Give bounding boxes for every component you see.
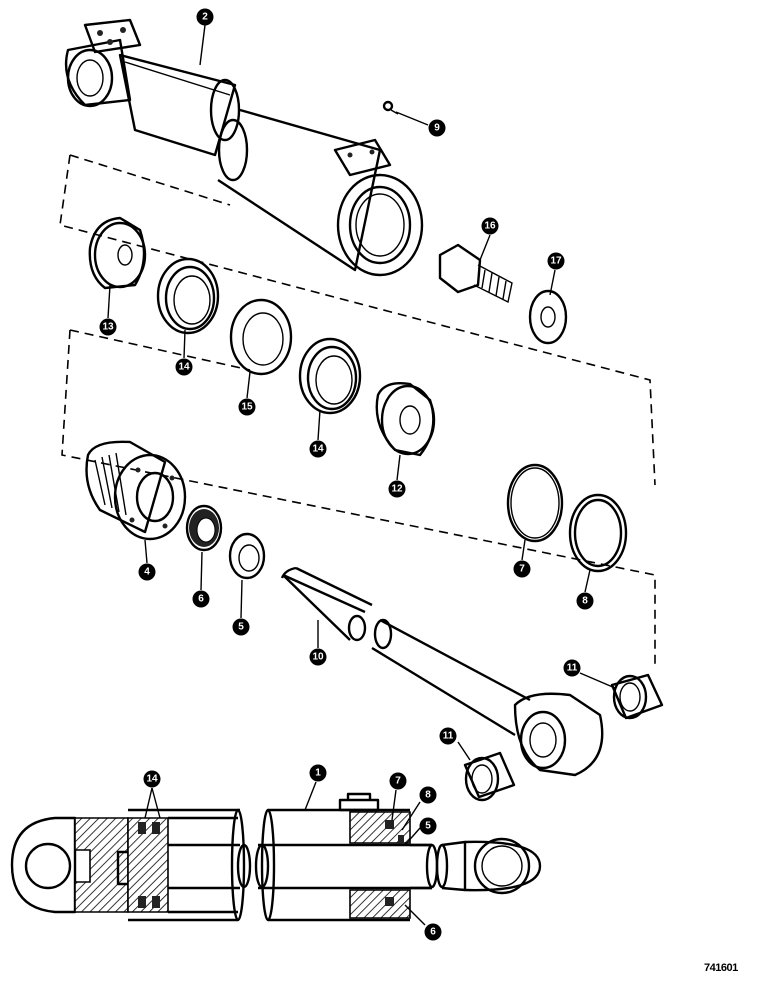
wiper-part — [228, 532, 266, 580]
callout-7-a: 7 — [513, 560, 531, 578]
callout-14-a-label: 14 — [178, 362, 190, 373]
callout-6-b-label: 6 — [430, 927, 436, 938]
screw-part — [382, 100, 399, 115]
assembled-cylinder-section — [10, 792, 542, 922]
piston-seal-part-a — [156, 257, 220, 335]
callout-11-a: 11 — [563, 659, 581, 677]
callout-2-label: 2 — [202, 12, 208, 23]
group-outline-lower — [61, 329, 656, 665]
callout-10: 10 — [309, 648, 327, 666]
callout-8-b: 8 — [419, 786, 437, 804]
rod-seal-part — [185, 504, 223, 552]
callout-11-a-label: 11 — [567, 663, 578, 674]
piston-part — [88, 216, 147, 290]
callout-5-a: 5 — [232, 618, 250, 636]
callout-8-b-label: 8 — [425, 790, 431, 801]
callout-12-label: 12 — [391, 484, 403, 495]
callout-5-b: 5 — [419, 817, 437, 835]
callout-1: 1 — [309, 764, 327, 782]
callout-1-label: 1 — [315, 768, 321, 779]
callout-15-label: 15 — [241, 402, 253, 413]
callout-6-b: 6 — [424, 923, 442, 941]
piston-rod-part — [280, 566, 604, 777]
wear-ring-part — [229, 298, 293, 376]
callout-16: 16 — [481, 217, 499, 235]
bolt-part — [438, 243, 513, 304]
cylinder-barrel-part — [64, 18, 424, 277]
o-ring-part — [506, 463, 564, 543]
callout-9: 9 — [428, 119, 446, 137]
callout-7-a-label: 7 — [519, 564, 525, 575]
bushing-part-a — [610, 673, 664, 720]
callout-11-b: 11 — [439, 727, 457, 745]
callout-17: 17 — [547, 252, 565, 270]
callout-7-b-label: 7 — [395, 776, 401, 787]
piston-retainer-part — [375, 381, 436, 457]
callout-14-a: 14 — [175, 358, 193, 376]
callout-7-b: 7 — [389, 772, 407, 790]
callout-4: 4 — [138, 563, 156, 581]
washer-part — [528, 289, 568, 345]
callout-13-label: 13 — [102, 322, 114, 333]
callout-8-a: 8 — [576, 592, 594, 610]
callout-10-label: 10 — [312, 652, 324, 663]
group-outline-upper — [59, 154, 656, 486]
callout-5-b-label: 5 — [425, 821, 431, 832]
callout-4-label: 4 — [144, 567, 150, 578]
callout-5-a-label: 5 — [238, 622, 244, 633]
leader-lines — [107, 24, 616, 926]
callout-6-a-label: 6 — [198, 594, 204, 605]
callout-6-a: 6 — [192, 590, 210, 608]
callout-17-label: 17 — [550, 256, 562, 267]
callout-14-b: 14 — [309, 440, 327, 458]
backup-ring-part — [568, 493, 628, 573]
callout-11-b-label: 11 — [443, 731, 454, 742]
callout-16-label: 16 — [484, 221, 496, 232]
callout-9-label: 9 — [434, 123, 440, 134]
callout-2: 2 — [196, 8, 214, 26]
callout-13: 13 — [99, 318, 117, 336]
figure-number: 741601 — [704, 962, 738, 974]
piston-seal-part-b — [298, 337, 362, 415]
callout-15: 15 — [238, 398, 256, 416]
callout-8-a-label: 8 — [582, 596, 588, 607]
callout-14-c-label: 14 — [146, 774, 158, 785]
callout-14-b-label: 14 — [312, 444, 324, 455]
bushing-part-b — [463, 751, 516, 802]
callout-12: 12 — [388, 480, 406, 498]
rod-gland-part — [85, 440, 187, 541]
callout-14-c: 14 — [143, 770, 161, 788]
